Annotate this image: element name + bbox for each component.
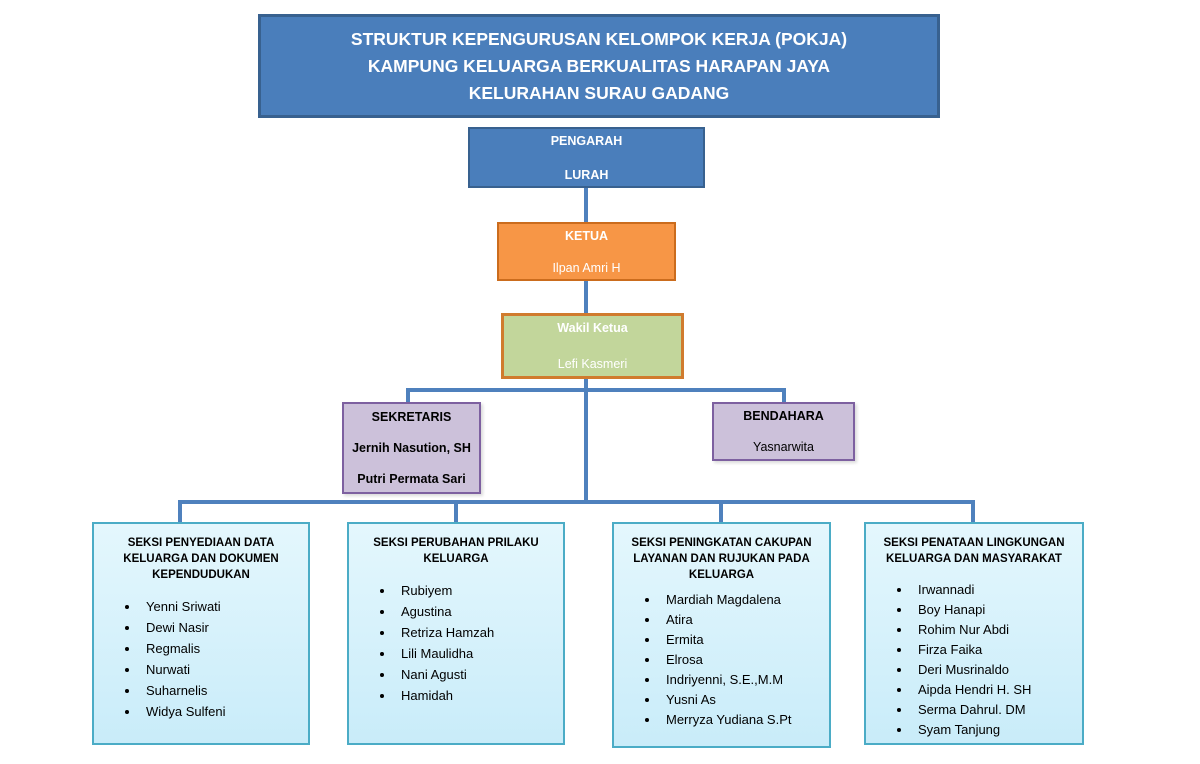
wakil-ketua-role-label: Wakil Ketua: [557, 321, 628, 335]
node-sekretaris: SEKRETARIS Jernih Nasution, SH Putri Per…: [342, 402, 481, 494]
member-list: Yenni SriwatiDewi NasirRegmalisNurwatiSu…: [94, 596, 308, 722]
member-name: Irwannadi: [912, 580, 1082, 600]
member-name: Yenni Sriwati: [140, 596, 308, 617]
section-title: SEKSI PENINGKATAN CAKUPAN LAYANAN DAN RU…: [631, 537, 812, 581]
member-name: Deri Musrinaldo: [912, 660, 1082, 680]
connector-pengarah-ketua: [584, 188, 588, 222]
connector-drop-section-1: [178, 500, 182, 522]
member-name: Rohim Nur Abdi: [912, 620, 1082, 640]
node-pengarah: PENGARAH LURAH: [468, 127, 705, 188]
sekretaris-name-2: Putri Permata Sari: [357, 472, 466, 486]
section-box-data-keluarga: SEKSI PENYEDIAAN DATA KELUARGA DAN DOKUM…: [92, 522, 310, 745]
section-title: SEKSI PENATAAN LINGKUNGAN KELUARGA DAN M…: [883, 537, 1065, 565]
member-name: Nani Agusti: [395, 664, 563, 685]
section-box-peningkatan-cakupan: SEKSI PENINGKATAN CAKUPAN LAYANAN DAN RU…: [612, 522, 831, 748]
bendahara-role-label: BENDAHARA: [743, 409, 824, 423]
wakil-ketua-name: Lefi Kasmeri: [557, 357, 628, 371]
member-name: Indriyenni, S.E.,M.M: [660, 670, 829, 690]
member-list: IrwannadiBoy HanapiRohim Nur AbdiFirza F…: [866, 580, 1082, 740]
connector-sek-bend-horizontal: [406, 388, 786, 392]
pengarah-name: LURAH: [564, 167, 609, 182]
chart-title-line-1: STRUKTUR KEPENGURUSAN KELOMPOK KERJA (PO…: [350, 28, 848, 49]
section-title: SEKSI PENYEDIAAN DATA KELUARGA DAN DOKUM…: [123, 537, 279, 581]
connector-wakil-down: [584, 379, 588, 504]
member-name: Agustina: [395, 601, 563, 622]
member-name: Yusni As: [660, 690, 829, 710]
member-name: Rubiyem: [395, 580, 563, 601]
chart-title-line-2: KAMPUNG KELUARGA BERKUALITAS HARAPAN JAY…: [367, 55, 831, 76]
member-name: Aipda Hendri H. SH: [912, 680, 1082, 700]
member-name: Suharnelis: [140, 680, 308, 701]
connector-drop-section-3: [719, 500, 723, 522]
pengarah-role-label: PENGARAH: [550, 133, 623, 148]
section-box-perubahan-prilaku: SEKSI PERUBAHAN PRILAKU KELUARGA Rubiyem…: [347, 522, 565, 745]
chart-title-line-3: KELURAHAN SURAU GADANG: [468, 82, 730, 103]
member-name: Atira: [660, 610, 829, 630]
member-name: Lili Maulidha: [395, 643, 563, 664]
member-name: Nurwati: [140, 659, 308, 680]
sekretaris-name-1: Jernih Nasution, SH: [352, 441, 471, 455]
section-title: SEKSI PERUBAHAN PRILAKU KELUARGA: [373, 537, 539, 565]
connector-drop-section-2: [454, 500, 458, 522]
member-name: Regmalis: [140, 638, 308, 659]
connector-drop-sekretaris: [406, 388, 410, 402]
member-name: Mardiah Magdalena: [660, 590, 829, 610]
member-name: Widya Sulfeni: [140, 701, 308, 722]
member-name: Serma Dahrul. DM: [912, 700, 1082, 720]
ketua-name: Ilpan Amri H: [552, 260, 621, 275]
connector-ketua-wakil: [584, 281, 588, 313]
sekretaris-role-label: SEKRETARIS: [371, 410, 452, 424]
node-wakil-ketua: Wakil Ketua Lefi Kasmeri: [501, 313, 684, 379]
member-name: Dewi Nasir: [140, 617, 308, 638]
member-list: RubiyemAgustinaRetriza HamzahLili Maulid…: [349, 580, 563, 706]
member-name: Elrosa: [660, 650, 829, 670]
connector-drop-bendahara: [782, 388, 786, 402]
connector-drop-section-4: [971, 500, 975, 522]
member-name: Merryza Yudiana S.Pt: [660, 710, 829, 730]
bendahara-name: Yasnarwita: [753, 440, 814, 454]
member-name: Retriza Hamzah: [395, 622, 563, 643]
node-bendahara: BENDAHARA Yasnarwita: [712, 402, 855, 461]
chart-title-box: STRUKTUR KEPENGURUSAN KELOMPOK KERJA (PO…: [258, 14, 940, 118]
section-box-penataan-lingkungan: SEKSI PENATAAN LINGKUNGAN KELUARGA DAN M…: [864, 522, 1084, 745]
member-list: Mardiah MagdalenaAtiraErmitaElrosaIndriy…: [614, 590, 829, 730]
member-name: Ermita: [660, 630, 829, 650]
member-name: Boy Hanapi: [912, 600, 1082, 620]
connector-sections-horizontal: [178, 500, 975, 504]
member-name: Hamidah: [395, 685, 563, 706]
ketua-role-label: KETUA: [564, 228, 609, 243]
member-name: Firza Faika: [912, 640, 1082, 660]
node-ketua: KETUA Ilpan Amri H: [497, 222, 676, 281]
member-name: Syam Tanjung: [912, 720, 1082, 740]
